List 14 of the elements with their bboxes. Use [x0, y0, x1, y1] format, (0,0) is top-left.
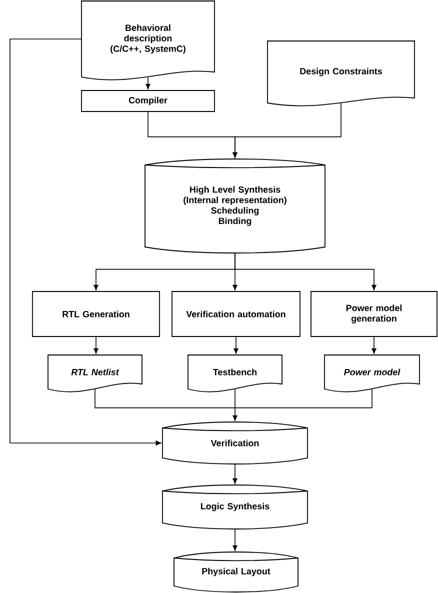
process-box: Verification automation — [172, 291, 300, 337]
arrow — [232, 464, 238, 484]
arrow — [10, 38, 162, 446]
arrow — [146, 76, 150, 90]
process-box: RTL Generation — [32, 291, 160, 337]
arrow — [234, 252, 376, 290]
arrow — [232, 528, 238, 551]
process-box: Compiler — [81, 90, 215, 112]
arrow — [372, 336, 376, 354]
process-box: Power model generation — [310, 291, 438, 337]
arrow — [232, 388, 238, 421]
arrow — [234, 336, 238, 354]
arrow — [232, 102, 342, 158]
arrow — [94, 336, 98, 354]
